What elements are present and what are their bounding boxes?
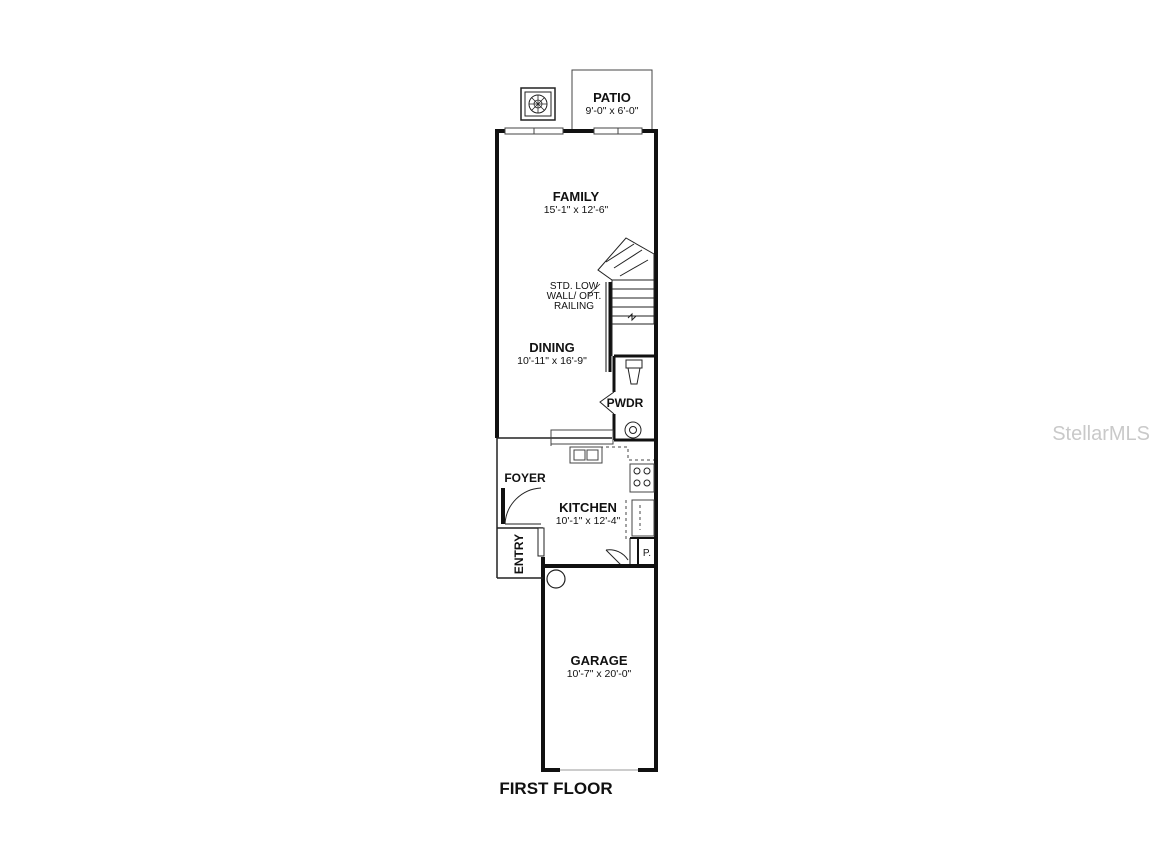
ac-unit-icon	[520, 87, 556, 121]
watermark-logo: StellarMLS	[1052, 423, 1150, 445]
railing-note-line1: STD. LOW	[550, 281, 599, 292]
family-label: FAMILY	[553, 189, 600, 204]
foyer-label: FOYER	[504, 471, 546, 485]
garage-label: GARAGE	[570, 653, 627, 668]
low-wall	[605, 282, 612, 372]
front-door[interactable]	[501, 487, 542, 525]
patio-dimensions: 9'-0" x 6'-0"	[586, 105, 639, 117]
powder-door[interactable]	[599, 391, 615, 415]
top-windows	[504, 127, 643, 135]
garage-dimensions: 10'-7" x 20'-0"	[567, 668, 632, 680]
patio-label: PATIO	[593, 90, 631, 105]
pantry	[629, 537, 656, 566]
garage-house-door[interactable]	[601, 549, 630, 567]
railing-note-line2: WALL/ OPT.	[547, 291, 602, 302]
pantry-label: P.	[643, 548, 651, 559]
entry-label: ENTRY	[512, 534, 526, 574]
railing-leader	[587, 283, 601, 296]
kitchen-label: KITCHEN	[559, 500, 617, 515]
floor-title: FIRST FLOOR	[499, 779, 612, 798]
kitchen-dimensions: 10'-1" x 12'-4"	[556, 515, 621, 527]
sink-icon	[624, 421, 642, 439]
toilet-icon	[625, 359, 643, 385]
dining-label: DINING	[529, 340, 575, 355]
railing-note-line3: RAILING	[554, 301, 594, 312]
kitchen-counters	[550, 429, 655, 540]
pwdr-label: PWDR	[607, 396, 644, 410]
foyer-walls	[496, 437, 612, 579]
powder-room-walls	[612, 354, 656, 442]
entry-door-frame	[537, 527, 545, 557]
family-dimensions: 15'-1" x 12'-6"	[544, 204, 609, 216]
stove-icon	[633, 467, 651, 487]
dining-dimensions: 10'-11" x 16'-9"	[517, 355, 587, 367]
water-heater-icon	[546, 569, 566, 589]
staircase	[597, 237, 655, 356]
